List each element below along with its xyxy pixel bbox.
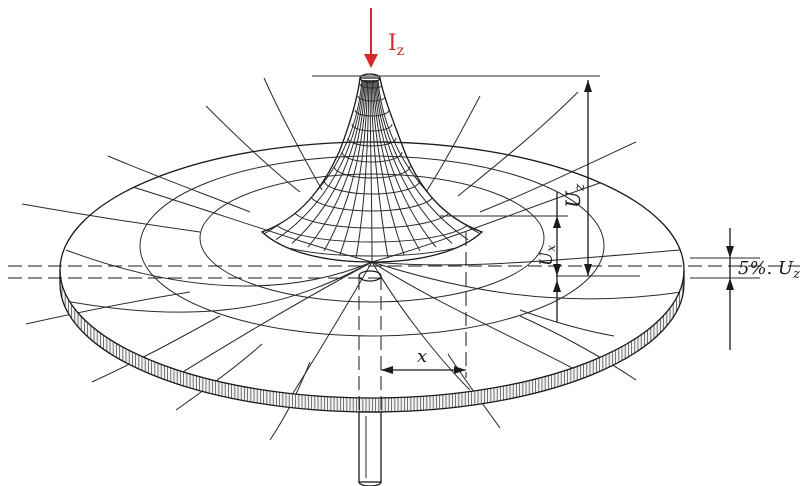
disc-surface [59,141,685,399]
x-dimension [381,232,467,378]
five-percent-dimension [690,228,760,350]
disc-rim [59,270,685,413]
uz-dimension [312,75,640,277]
x-label: x [417,346,427,367]
uz-label: Uz [561,183,588,208]
five-percent-label: 5%. Uz [738,258,800,282]
ux-dimension [440,192,568,322]
potential-funnel [260,73,484,263]
current-arrow [364,8,378,68]
earth-rod [358,270,382,486]
current-label: Iz [388,31,404,59]
ux-label: Ux [537,245,558,266]
